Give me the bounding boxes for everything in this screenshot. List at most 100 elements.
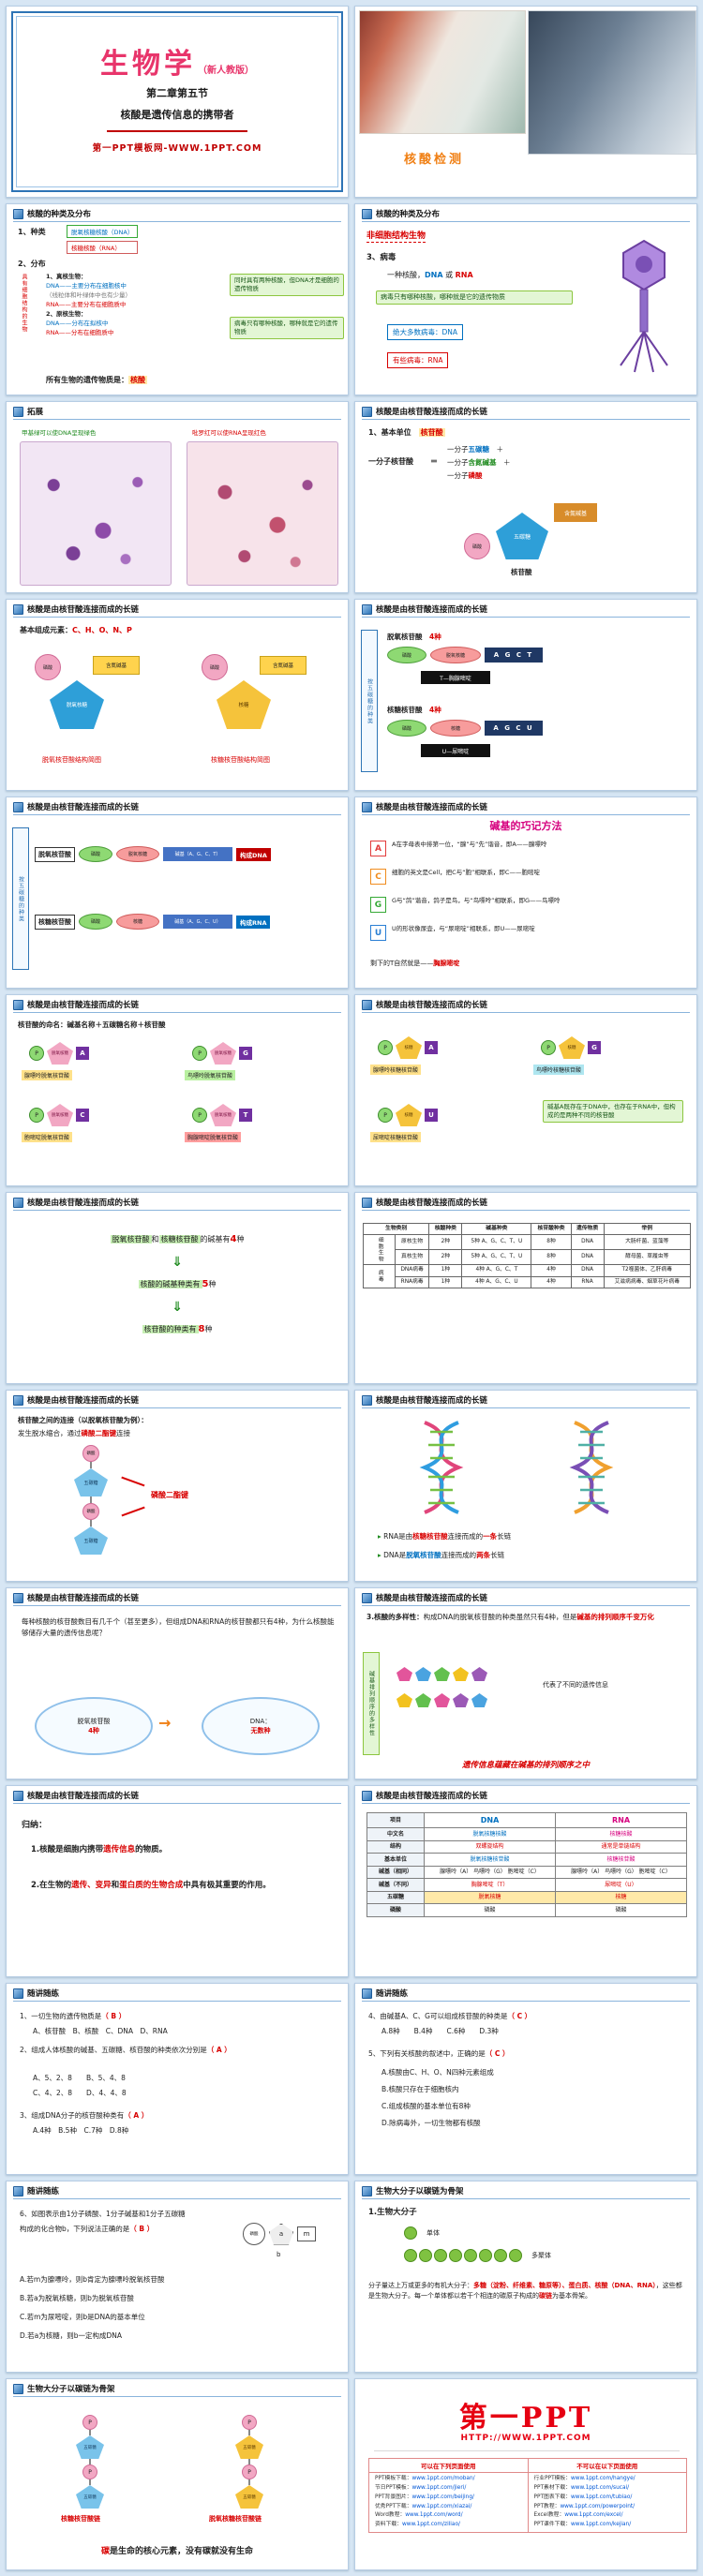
site-credit: 第一PPT模板网-WWW.1PPT.COM: [92, 142, 262, 154]
organelle-note-line: （线粒体和叶绿体中也有少量）: [46, 291, 131, 300]
monomer-circle: [404, 2226, 417, 2240]
slide-22-practice-2[interactable]: 随讲随练 4、由碱基A、C、G可以组成核苷酸的种类是（ C ） A.8种 B.4…: [354, 1983, 697, 2175]
slide-04-virus-nucleic-acid[interactable]: 核酸的种类及分布 非细胞结构生物 3、病毒 一种核酸，DNA 或 RNA 病毒只…: [354, 203, 697, 395]
answer-4: （ C ）: [507, 2012, 532, 2020]
slide-03-types-distribution[interactable]: 核酸的种类及分布 1、种类 脱氧核糖核酸（DNA） 核糖核酸（RNA） 2、分布…: [6, 203, 349, 395]
dna-base-letters: A G C T: [485, 648, 543, 663]
label-adenine: 腺嘌呤脱氧核苷酸: [22, 1070, 73, 1080]
rna-virus-box: 有些病毒：RNA: [387, 352, 449, 368]
slide-header-icon: [362, 1197, 372, 1208]
sugar-pentagon: 五碳糖: [235, 2435, 263, 2459]
label-thymine: 胸腺嘧啶脱氧核苷酸: [185, 1132, 242, 1142]
slide-25-carbon-backbone[interactable]: 生物大分子以碳链为骨架 P 五碳糖 P 五碳糖 核糖核苷酸链 P 五碳糖 P 五…: [6, 2378, 349, 2570]
slide-header: 核酸的种类及分布: [362, 208, 690, 222]
mnemonic-c-text: 细胞的英文是Cell，把C与“胞”相联系，即C——胞嘧啶: [392, 869, 540, 876]
table-row: 碱基（不同）胸腺嘧啶（T）尿嘧啶（U）: [366, 1878, 687, 1892]
dna-cloud: DNA：无数种: [202, 1697, 320, 1755]
slide-18-nucleic-acid-diversity[interactable]: 核酸是由核苷酸连接而成的长链 3.核酸的多样性：构成DNA的脱氧核苷酸的种类虽然…: [354, 1587, 697, 1779]
phosphate-oval: 磷酸: [387, 720, 426, 737]
rna-chain-diagram: P 五碳糖 P 五碳糖: [76, 2415, 104, 2509]
question-6-option-c: C.若m为尿嘧啶，则b是DNA的基本单位: [20, 2313, 145, 2321]
question-2-options-1: A、5、2、8 B、5、4、8: [33, 2074, 126, 2082]
slide-07-composition-elements[interactable]: 核酸是由核苷酸连接而成的长链 基本组成元素：C、H、O、N、P 磷酸 脱氧核糖 …: [6, 599, 349, 791]
phosphate-p: P: [541, 1040, 556, 1055]
deoxyribose-oval: 脱氧核糖: [116, 846, 159, 862]
slide-24-macromolecules[interactable]: 生物大分子以碳链为骨架 1.生物大分子 单体 多聚体 分子量达上万或更多的有机大…: [354, 2181, 697, 2373]
question-6-option-a: A.若m为腺嘌呤，则b肯定为腺嘌呤脱氧核苷酸: [20, 2275, 165, 2284]
nucleotide-chain-diagram: 磷酸 五碳糖 磷酸 五碳糖: [74, 1445, 108, 1555]
monomer-circle: [509, 2249, 522, 2262]
course-title: 生物学（新人教版）: [100, 50, 254, 79]
slide-23-practice-3[interactable]: 随讲随练 6、如图表示由1分子磷酸、1分子碱基和1分子五碳糖 构成的化合物b，下…: [6, 2181, 349, 2373]
phosphate-circle: P: [242, 2464, 257, 2479]
slide-26-closing-links[interactable]: 第一PPT HTTP://WWW.1PPT.COM 可以在下列页面使用 不可以在…: [354, 2378, 697, 2570]
slide-header: 核酸是由核苷酸连接而成的长链: [362, 1394, 690, 1408]
diagram-guanine-rna: P 核糖 G: [541, 1036, 601, 1059]
slide-header: 核酸是由核苷酸连接而成的长链: [13, 801, 341, 815]
divider-rule: [107, 129, 247, 132]
brand-url: HTTP://WWW.1PPT.COM: [460, 2434, 591, 2443]
forms-dna-box: 构成DNA: [236, 847, 271, 861]
term-phosphate: 一分子磷酸: [447, 470, 483, 480]
slide-header: 生物大分子以碳链为骨架: [13, 2383, 341, 2397]
phosphate-p: P: [192, 1108, 207, 1123]
link-item: 资料下载：www.1ppt.com/ziliao/: [375, 2522, 460, 2528]
sugar-pentagon: 脱氧核糖: [210, 1104, 236, 1126]
slide-06-basic-unit[interactable]: 核酸是由核苷酸连接而成的长链 1、基本单位 核苷酸 一分子核苷酸 ＝ 一分子五碳…: [354, 401, 697, 593]
slide-13-counts-summary[interactable]: 核酸是由核苷酸连接而成的长链 脱氧核苷酸和核糖核苷酸的碱基有4种 ⇓ 核酸的碱基…: [6, 1192, 349, 1384]
term-base: 一分子含氮碱基 ＋: [447, 457, 511, 467]
letter-g-box: G: [370, 897, 386, 913]
phosphate-oval: 磷酸: [79, 914, 112, 930]
phosphate-circle: 磷酸: [82, 1445, 99, 1462]
slide-header-title: 生物大分子以碳链为骨架: [27, 2385, 115, 2394]
pointer-line: [121, 1476, 145, 1486]
dna-bases-box: 碱基（A、G、C、T）: [163, 847, 232, 861]
genetic-info-conclusion: 遗传信息蕴藏在碱基的排列顺序之中: [461, 1761, 590, 1770]
slide-16-dna-rna-strands[interactable]: 核酸是由核苷酸连接而成的长链 ▸ RNA是由核糖核苷酸连接而成的一条长链 ▸ D…: [354, 1390, 697, 1582]
question-5: 5、下列有关核酸的叙述中，正确的是（ C ）: [368, 2049, 510, 2058]
slide-14-organism-table[interactable]: 核酸是由核苷酸连接而成的长链 生物类别 核酸种类 碱基种类 核苷酸种类 遗传物质…: [354, 1192, 697, 1384]
summary-point-1: 1.核酸是细胞内携带遗传信息的物质。: [31, 1845, 168, 1854]
cell-organism-side-label: 具有细胞结构的生物: [21, 274, 27, 333]
not-allowed-header: 不可以在以下页面使用: [576, 2463, 638, 2470]
slide-12-rna-nucleotide-naming[interactable]: 核酸是由核苷酸连接而成的长链 P 核糖 A 腺嘌呤核糖核苷酸 P 核糖 G 鸟嘌…: [354, 994, 697, 1186]
slide-05-staining-expansion[interactable]: 拓展 甲基绿可以使DNA呈现绿色 吡罗红可以使RNA呈现红色: [6, 401, 349, 593]
slide-20-dna-rna-table[interactable]: 核酸是由核苷酸连接而成的长链 项目 DNA RNA 中文名脱氧核糖核酸核糖核酸 …: [354, 1785, 697, 1977]
monomer-label: 单体: [426, 2229, 440, 2237]
slide-header: 核酸是由核苷酸连接而成的长链: [362, 999, 690, 1013]
slide-header-icon: [13, 1592, 23, 1603]
base-pentagon: [471, 1693, 487, 1707]
slide-header-title: 随讲随练: [27, 2187, 60, 2196]
or-word: 或: [442, 271, 456, 279]
deoxyribonucleotide-structure-label: 脱氧核苷酸结构简图: [42, 756, 101, 764]
question-5-option-b: B.核酸只存在于细胞核内: [381, 2085, 459, 2093]
monomer-row: 单体: [404, 2226, 440, 2240]
elements-list: C、H、O、N、P: [72, 626, 132, 634]
usage-table-body: PPT模板下载：www.1ppt.com/moban/ 节日PPT模板：www.…: [369, 2473, 686, 2533]
slide-21-practice-1[interactable]: 随讲随练 1、一切生物的遗传物质是（ B ） A、核苷酸 B、核酸 C、DNA …: [6, 1983, 349, 2175]
basic-unit-line: 1、基本单位 核苷酸: [368, 427, 445, 438]
slide-02-nucleic-test-photos[interactable]: 核酸检测: [354, 6, 697, 198]
base-g: G: [239, 1047, 252, 1060]
question-5-option-a: A.核酸由C、H、O、N四种元素组成: [381, 2068, 494, 2077]
slide-17-diversity-question[interactable]: 核酸是由核苷酸连接而成的长链 每种核酸的核苷酸数目有几千个（甚至更多），但组成D…: [6, 1587, 349, 1779]
ribose-oval: 核糖: [430, 720, 481, 737]
phosphate-circle: 磷酸: [464, 533, 490, 559]
eukaryote-label: 1、真核生物：: [46, 273, 87, 280]
slide-10-base-mnemonics[interactable]: 核酸是由核苷酸连接而成的长链 碱基的巧记方法 A A在字母表中排第一位，“腺”与…: [354, 797, 697, 989]
table-row: 碱基（相同）腺嘌呤（A） 鸟嘌呤（G） 胞嘧啶（C）腺嘌呤（A） 鸟嘌呤（G） …: [366, 1865, 687, 1879]
macromolecule-label: 1.生物大分子: [368, 2208, 417, 2217]
slide-08-nucleotide-letters[interactable]: 核酸是由核苷酸连接而成的长链 按五碳糖的种类 脱氧核苷酸 4种 磷酸 脱氧核糖 …: [354, 599, 697, 791]
slide-header-icon: [13, 2185, 23, 2196]
slide-19-summary[interactable]: 核酸是由核苷酸连接而成的长链 归纳： 1.核酸是细胞内携带遗传信息的物质。 2.…: [6, 1785, 349, 1977]
slide-15-phosphodiester-bond[interactable]: 核酸是由核苷酸连接而成的长链 核苷酸之间的连接（以脱氧核苷酸为例）： 发生脱水缩…: [6, 1390, 349, 1582]
slide-01-cover[interactable]: 生物学（新人教版） 第二章第五节 核酸是遗传信息的携带者 第一PPT模板网-WW…: [6, 6, 349, 198]
equation-terms: 一分子五碳糖 ＋ 一分子含氮碱基 ＋ 一分子磷酸: [447, 443, 511, 483]
slide-09-nucleotide-classification[interactable]: 核酸是由核苷酸连接而成的长链 按五碳糖的种类 脱氧核苷酸 磷酸 脱氧核糖 碱基（…: [6, 797, 349, 989]
different-info-label: 代表了不同的遗传信息: [543, 1681, 608, 1689]
slide-11-dna-nucleotide-naming[interactable]: 核酸是由核苷酸连接而成的长链 核苷酸的命名：碱基名称＋五碳糖名称＋核苷酸 P 脱…: [6, 994, 349, 1186]
slide-header-title: 核酸是由核苷酸连接而成的长链: [27, 1594, 140, 1603]
slide-header-title: 核酸是由核苷酸连接而成的长链: [376, 408, 488, 417]
